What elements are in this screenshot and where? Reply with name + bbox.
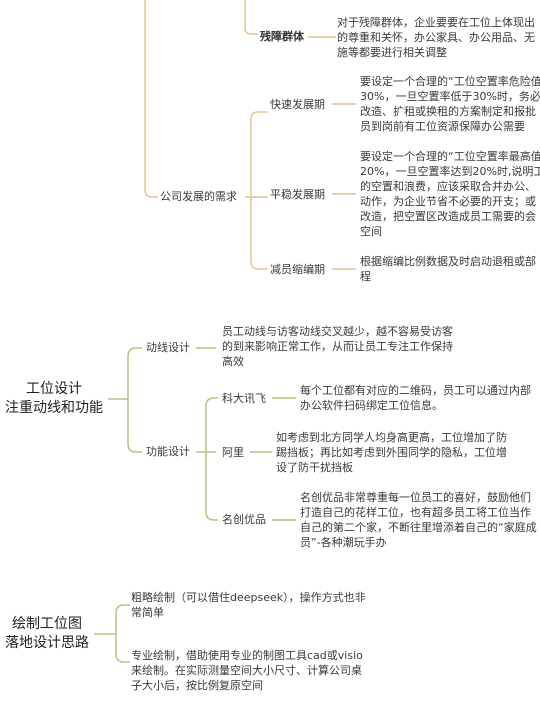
node-iflytek[interactable]: 科大讯飞 (222, 392, 266, 405)
miniso-description: 名创优品非常尊重每一位员工的喜好，鼓励他们 打造自己的花样工位，也有超多员工将工… (300, 491, 537, 549)
connector-main-trunk (144, 0, 158, 198)
connector-disabled (244, 0, 258, 35)
node-company-needs[interactable]: 公司发展的需求 (160, 190, 237, 203)
root-workstation-design[interactable]: 工位设计 注重动线和功能 (5, 381, 103, 416)
iflytek-description: 每个工位都有对应的二维码，员工可以通过内部 办公软件扫码绑定工位信息。 (300, 384, 531, 412)
layoff-description: 根据缩编比例数据及时启动退租或部 程 (360, 255, 536, 283)
root-draw-workstation-map[interactable]: 绘制工位图 落地设计思路 (5, 616, 89, 651)
connector-needs-bracket (250, 111, 259, 270)
node-flow-design[interactable]: 动线设计 (146, 341, 190, 354)
connector-function-bracket (205, 397, 215, 521)
alibaba-description: 如考虑到北方同学人均身高更高，工位增加了防 踢挡板；再比如考虑到外围同学的隐私，… (276, 431, 507, 474)
node-function-design[interactable]: 功能设计 (146, 445, 190, 458)
node-stable-growth[interactable]: 平稳发展期 (270, 188, 325, 201)
professional-drawing-description: 专业绘制，借助使用专业的制图工具cad或visio 来绘制。在实际测量空间大小尺… (131, 649, 363, 692)
flow-design-description: 员工动线与访客动线交叉越少，越不容易受访客 的到来影响正常工作，从而让员工专注工… (222, 325, 453, 368)
node-fast-growth[interactable]: 快速发展期 (270, 98, 325, 111)
node-disabled-group[interactable]: 残障群体 (260, 30, 304, 43)
connector-root2-bracket (127, 347, 137, 453)
node-miniso[interactable]: 名创优品 (222, 513, 266, 526)
node-alibaba[interactable]: 阿里 (222, 446, 244, 459)
node-layoff[interactable]: 减员缩编期 (270, 263, 325, 276)
disabled-description: 对于残障群体，企业要要在工位上体现出 的尊重和关怀，办公家具、办公用品、无 施等… (337, 16, 535, 59)
rough-drawing-description: 粗略绘制（可以借住deepseek），操作方式也非 常简单 (131, 591, 366, 619)
stable-growth-description: 要设定一个合理的“工位空置率最高值” 20%，一旦空置率达到20%时,说明工 的… (360, 150, 540, 238)
fast-growth-description: 要设定一个合理的“工位空置率危险值” 30%，一旦空置率低于30%时，务必 改造… (360, 75, 540, 133)
connector-root3-bracket (115, 604, 125, 663)
